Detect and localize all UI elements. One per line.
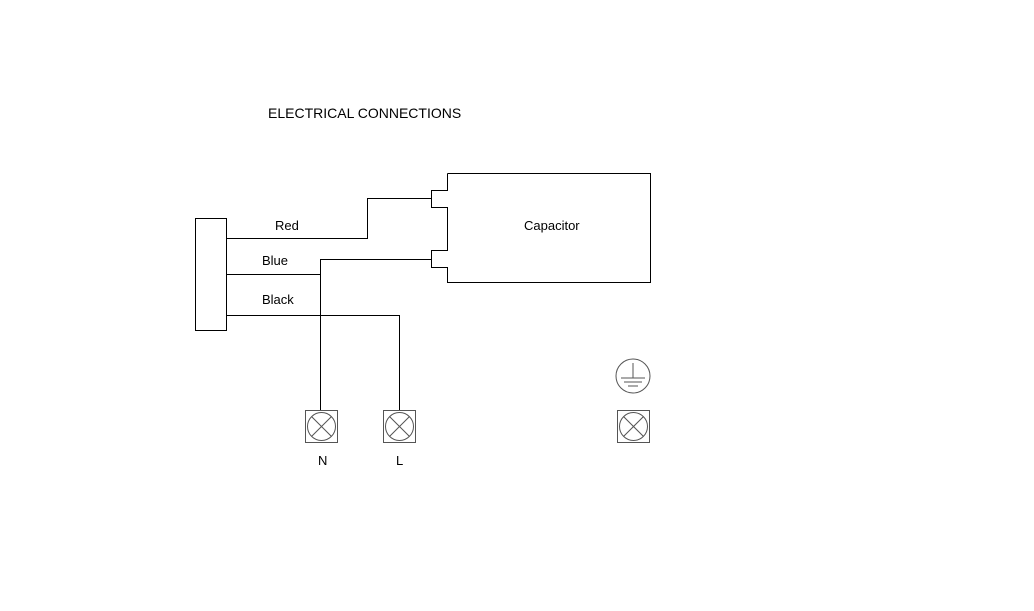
wire-blue: Blue <box>226 253 432 411</box>
terminal-icon <box>617 410 650 443</box>
wire-red-label: Red <box>275 218 299 233</box>
wire-blue-label: Blue <box>262 253 288 268</box>
terminal-neutral-label: N <box>318 453 327 468</box>
terminal-neutral: N <box>305 410 338 468</box>
earth-ground-icon <box>615 358 651 394</box>
capacitor-label: Capacitor <box>524 218 580 233</box>
terminal-live: L <box>383 410 416 468</box>
connector-block <box>195 218 227 331</box>
wire-black: Black <box>226 292 400 411</box>
diagram-title: ELECTRICAL CONNECTIONS <box>268 105 461 121</box>
capacitor: Capacitor <box>431 173 651 283</box>
terminal-live-label: L <box>396 453 403 468</box>
wire-black-label: Black <box>262 292 294 307</box>
wire-red: Red <box>226 198 432 239</box>
